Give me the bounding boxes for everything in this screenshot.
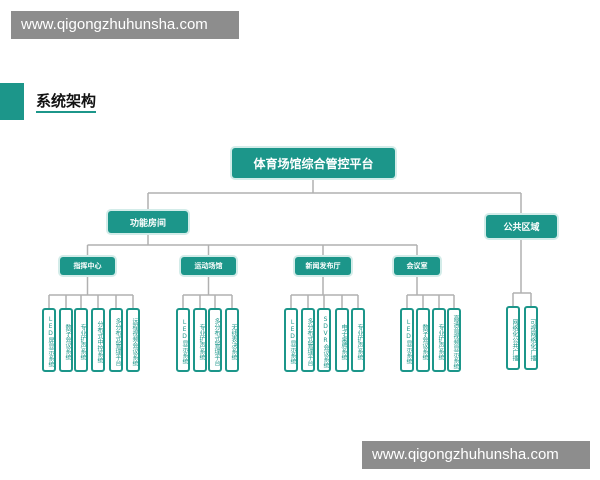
public-leaf-node: 网络化公共广播 — [506, 306, 520, 370]
watermark-bottom: www.qigongzhuhunsha.com — [362, 441, 590, 469]
leaf-node: SDVR会议系统 — [317, 308, 331, 372]
leaf-node: LED屏显示系统 — [42, 308, 56, 372]
leaf-node: 分布式中控系统 — [91, 308, 105, 372]
leaf-node: 远程视频会议系统 — [126, 308, 140, 372]
leaf-node: 数字会议系统 — [59, 308, 73, 372]
watermark-top: www.qigongzhuhunsha.com — [11, 11, 239, 39]
leaf-node: 专业扩声系统 — [351, 308, 365, 372]
group-node: 运动场馆 — [181, 257, 236, 275]
section-title: 系统架构 — [36, 90, 97, 113]
node-public-area: 公共区域 — [486, 215, 557, 238]
leaf-node: 多分布式管理平台 — [109, 308, 123, 372]
section-accent — [0, 83, 24, 120]
group-node: 会议室 — [394, 257, 440, 275]
leaf-node: 专业扩声系统 — [432, 308, 446, 372]
leaf-node: 多分布式管理平台 — [301, 308, 315, 372]
leaf-node: 多分布式管理平台 — [208, 308, 222, 372]
leaf-node: 电子桌牌系统 — [335, 308, 349, 372]
leaf-node: 无线表决系统 — [225, 308, 239, 372]
node-function-rooms: 功能房间 — [108, 211, 188, 233]
leaf-node: LED显示系统 — [400, 308, 414, 372]
leaf-node: LED显示系统 — [176, 308, 190, 372]
leaf-node: LED显示系统 — [284, 308, 298, 372]
group-node: 指挥中心 — [60, 257, 115, 275]
leaf-node: 高清音视频显示系统 — [447, 308, 461, 372]
root-node: 体育场馆综合管控平台 — [232, 148, 395, 178]
leaf-node: 专业扩声系统 — [193, 308, 207, 372]
group-node: 新闻发布厅 — [295, 257, 351, 275]
leaf-node: 专业扩声系统 — [74, 308, 88, 372]
public-leaf-node: 可视网络化广播 — [524, 306, 538, 370]
leaf-node: 数字会议系统 — [416, 308, 430, 372]
